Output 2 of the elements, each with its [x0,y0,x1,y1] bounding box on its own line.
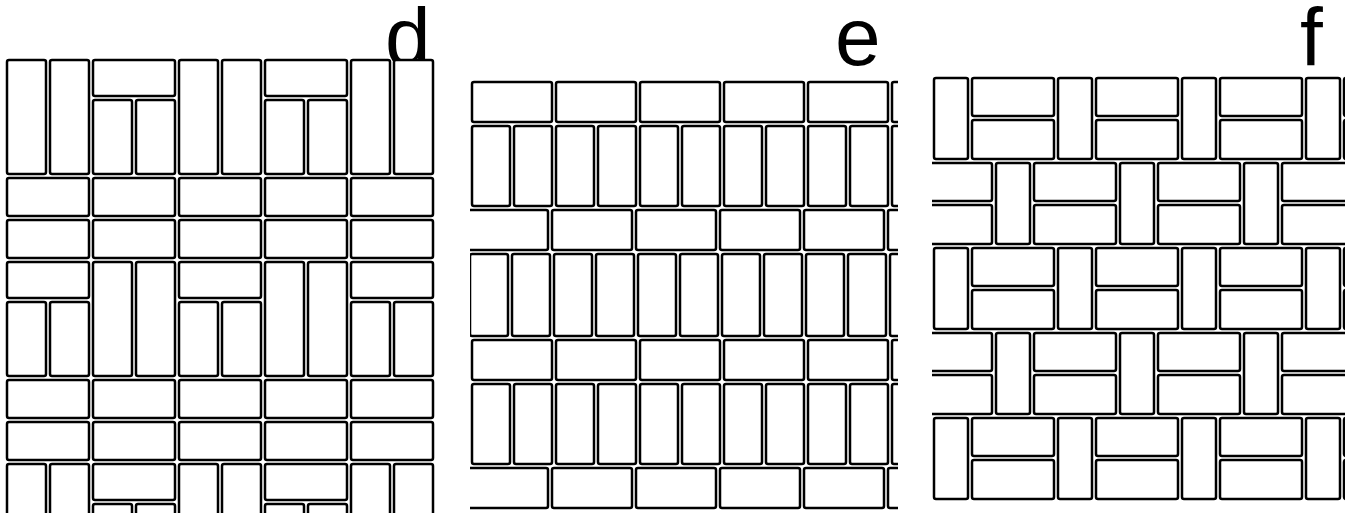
panel-letter: f [1300,0,1323,78]
panel-letter: e [835,0,881,78]
